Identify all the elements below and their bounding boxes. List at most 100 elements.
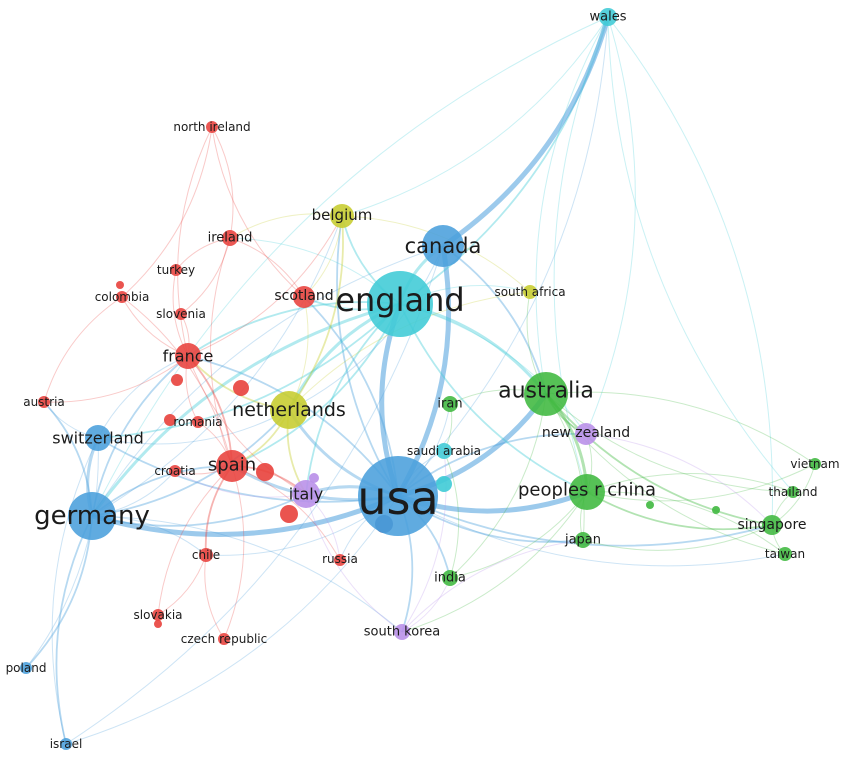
node-label-iran: iran	[437, 397, 462, 412]
link-germany-south-korea	[91, 515, 403, 633]
node-label-vietnam: vietnam	[790, 457, 839, 471]
node-turkey[interactable]	[170, 264, 182, 276]
node-vietnam[interactable]	[809, 458, 821, 470]
node-netherlands[interactable]	[270, 391, 308, 429]
link-ireland-slovenia	[180, 237, 231, 315]
node-ireland[interactable]	[222, 230, 238, 246]
link-canada-wales	[441, 16, 611, 249]
link-england-germany	[90, 302, 401, 517]
node-france[interactable]	[175, 343, 201, 369]
link-ireland-north-ireland	[211, 126, 234, 239]
link-north-ireland-colombia	[121, 126, 213, 298]
node-label-switzerland: switzerland	[52, 429, 144, 448]
node-unlabeled[interactable]	[256, 463, 274, 481]
node-label-thailand: thailand	[769, 485, 818, 499]
node-label-spain: spain	[208, 455, 256, 476]
node-label-belgium: belgium	[312, 206, 373, 224]
node-south-africa[interactable]	[523, 285, 537, 299]
node-label-russia: russia	[322, 552, 358, 566]
node-canada[interactable]	[422, 225, 464, 267]
link-spain-czech-republic	[223, 465, 245, 640]
node-unlabeled[interactable]	[116, 281, 124, 289]
label-layer: usaenglandgermanycanadaaustralianetherla…	[6, 10, 840, 752]
link-spain-russia	[231, 465, 341, 561]
link-australia-singapore	[545, 393, 773, 526]
node-label-israel: israel	[50, 737, 83, 751]
node-slovakia[interactable]	[152, 609, 164, 621]
node-unlabeled[interactable]	[646, 501, 654, 509]
node-saudi-arabia[interactable]	[436, 443, 452, 459]
node-unlabeled[interactable]	[164, 414, 176, 426]
link-italy-croatia	[174, 470, 307, 498]
node-unlabeled[interactable]	[233, 380, 249, 396]
link-chile-slovakia	[157, 554, 207, 616]
node-north-ireland[interactable]	[206, 121, 218, 133]
link-austria-colombia	[43, 296, 123, 403]
node-label-peoples-r-china: peoples r china	[518, 480, 656, 501]
link-chile-czech-republic	[204, 554, 225, 640]
link-canada-australia	[442, 245, 547, 395]
link-poland-switzerland	[25, 437, 99, 669]
node-unlabeled[interactable]	[436, 476, 452, 492]
link-italy-south-korea	[305, 493, 403, 633]
node-unlabeled[interactable]	[712, 506, 720, 514]
node-taiwan[interactable]	[778, 547, 792, 561]
node-unlabeled[interactable]	[280, 505, 298, 523]
node-singapore[interactable]	[762, 515, 782, 535]
link-wales-new-zealand	[585, 16, 636, 435]
node-india[interactable]	[442, 570, 458, 586]
node-label-ireland: ireland	[208, 231, 253, 246]
node-iran[interactable]	[442, 396, 458, 412]
link-south-korea-japan	[401, 539, 584, 633]
node-chile[interactable]	[199, 548, 213, 562]
node-spain[interactable]	[216, 450, 248, 482]
link-germany-netherlands	[91, 409, 290, 517]
node-label-turkey: turkey	[157, 263, 195, 277]
link-north-ireland-france	[177, 126, 213, 357]
link-spain-slovakia	[157, 465, 233, 616]
node-unlabeled[interactable]	[171, 374, 183, 386]
node-south-korea[interactable]	[394, 624, 410, 640]
node-australia[interactable]	[524, 372, 568, 416]
node-label-south-korea: south korea	[364, 625, 440, 640]
node-usa[interactable]	[358, 456, 438, 536]
node-label-taiwan: taiwan	[765, 547, 805, 561]
link-switzerland-netherlands	[97, 409, 290, 445]
node-thailand[interactable]	[787, 486, 799, 498]
node-peoples-r-china[interactable]	[569, 474, 605, 510]
node-switzerland[interactable]	[85, 425, 111, 451]
node-unlabeled[interactable]	[309, 473, 319, 483]
node-czech-republic[interactable]	[218, 633, 230, 645]
node-austria[interactable]	[38, 396, 50, 408]
node-england[interactable]	[367, 271, 433, 337]
node-italy[interactable]	[292, 480, 320, 508]
link-france-italy	[187, 355, 307, 495]
node-label-india: india	[434, 571, 466, 586]
link-peoples-r-china-singapore	[586, 491, 773, 531]
node-wales[interactable]	[599, 8, 617, 26]
node-label-colombia: colombia	[95, 290, 150, 304]
link-israel-switzerland	[51, 437, 99, 745]
node-croatia[interactable]	[169, 465, 181, 477]
node-romania[interactable]	[192, 416, 204, 428]
node-label-south-africa: south africa	[494, 285, 565, 299]
node-slovenia[interactable]	[175, 308, 187, 320]
node-label-germany: germany	[34, 501, 150, 531]
link-england-switzerland	[97, 303, 401, 439]
node-label-north-ireland: north ireland	[173, 120, 250, 134]
link-india-saudi-arabia	[443, 450, 460, 579]
node-russia[interactable]	[334, 554, 346, 566]
link-australia-taiwan	[545, 393, 786, 555]
node-poland[interactable]	[20, 662, 32, 674]
node-israel[interactable]	[60, 738, 72, 750]
node-new-zealand[interactable]	[575, 423, 597, 445]
node-japan[interactable]	[575, 532, 591, 548]
link-usa-germany	[91, 493, 399, 537]
node-belgium[interactable]	[330, 204, 354, 228]
node-scotland[interactable]	[293, 286, 315, 308]
link-england-peoples-r-china	[399, 303, 588, 493]
node-germany[interactable]	[68, 492, 116, 540]
link-usa-switzerland	[97, 437, 399, 503]
node-colombia[interactable]	[116, 291, 128, 303]
node-unlabeled[interactable]	[154, 620, 162, 628]
